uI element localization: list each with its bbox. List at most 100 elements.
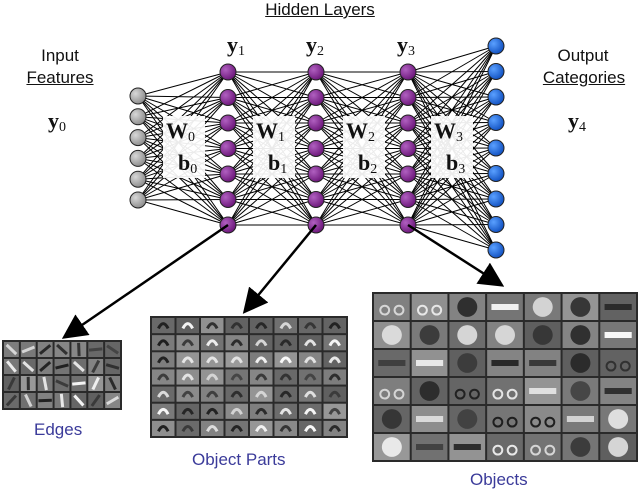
wheel-pattern: [393, 388, 405, 400]
neuron: [219, 89, 237, 106]
connection-line: [137, 71, 229, 159]
output-label-line2: Categories: [542, 68, 626, 87]
edge-pattern: [39, 360, 52, 373]
part-pattern: [328, 322, 341, 330]
neuron: [129, 191, 147, 209]
wheel-pattern: [605, 360, 617, 372]
neuron: [219, 140, 237, 157]
feature-tile: [176, 352, 199, 368]
feature-tile: [201, 420, 224, 436]
edge-pattern: [42, 376, 48, 391]
wheel-pattern: [492, 444, 504, 456]
neuron: [399, 140, 417, 157]
feature-tile: [176, 318, 199, 334]
wheel-pattern: [417, 304, 428, 316]
part-pattern: [255, 390, 268, 398]
edge-pattern: [88, 347, 103, 352]
part-pattern: [230, 373, 243, 381]
neuron: [129, 129, 147, 147]
feature-tile: [225, 420, 248, 436]
face-pattern: [608, 437, 629, 457]
feature-tile: [176, 403, 199, 419]
face-pattern: [570, 437, 591, 457]
part-pattern: [279, 425, 292, 433]
connection-line: [137, 71, 229, 139]
wheel-pattern: [544, 444, 556, 456]
bar-pattern: [529, 360, 557, 366]
part-pattern: [230, 390, 243, 398]
neuron: [129, 108, 147, 126]
face-pattern: [532, 297, 553, 317]
bar-pattern: [378, 360, 406, 366]
part-pattern: [206, 373, 219, 381]
feature-tile: [250, 403, 273, 419]
weight-w3: W3: [434, 118, 463, 145]
feature-tile: [152, 335, 175, 351]
neuron: [487, 114, 505, 131]
edge-pattern: [105, 363, 120, 370]
feature-tile: [225, 386, 248, 402]
neuron: [399, 89, 417, 106]
part-pattern: [206, 322, 219, 330]
vector-y3: y3: [397, 32, 415, 59]
edge-pattern: [5, 343, 18, 356]
feature-tile: [152, 403, 175, 419]
bar-pattern: [604, 332, 632, 338]
connection-line: [315, 199, 409, 226]
neuron: [129, 170, 147, 188]
part-pattern: [230, 339, 243, 347]
connection-line: [407, 147, 497, 226]
weight-box: [253, 116, 295, 178]
part-pattern: [157, 390, 170, 398]
part-pattern: [230, 425, 243, 433]
part-pattern: [157, 425, 170, 433]
connection-line: [227, 71, 317, 98]
connection-line: [407, 45, 497, 149]
wheel-pattern: [506, 416, 518, 428]
face-pattern: [532, 325, 553, 345]
edge-pattern: [22, 360, 35, 373]
feature-tile: [323, 335, 346, 351]
feature-tile: [201, 403, 224, 419]
feature-tile: [299, 403, 322, 419]
part-pattern: [181, 373, 194, 381]
face-pattern: [495, 325, 515, 345]
feature-tile: [176, 335, 199, 351]
neuron: [219, 191, 237, 208]
feature-tile: [225, 352, 248, 368]
hidden-layers-title: Hidden Layers: [265, 0, 375, 19]
edge-pattern: [90, 394, 101, 407]
feature-tile: [524, 434, 561, 460]
connection-line: [407, 45, 497, 98]
edge-pattern: [21, 345, 36, 354]
part-pattern: [279, 356, 292, 364]
feature-tile: [487, 434, 523, 460]
connection-line: [227, 71, 317, 149]
feature-tile: [152, 386, 175, 402]
feature-tile: [299, 318, 322, 334]
neuron: [219, 114, 237, 132]
neuron: [487, 63, 505, 80]
part-pattern: [279, 407, 292, 415]
part-pattern: [328, 390, 341, 398]
neuron: [487, 216, 505, 233]
neuron: [307, 114, 325, 132]
bias-b2: b2: [358, 150, 378, 177]
feature-tile: [449, 378, 486, 404]
wheel-pattern: [492, 416, 504, 428]
feature-tile: [274, 318, 297, 334]
caption-edges: Edges: [34, 420, 83, 439]
face-pattern: [570, 297, 591, 317]
connection-line: [315, 173, 409, 226]
part-pattern: [181, 339, 194, 347]
feature-tile: [201, 318, 224, 334]
part-pattern: [255, 322, 268, 330]
part-pattern: [328, 339, 341, 347]
part-pattern: [206, 356, 219, 364]
wheel-pattern: [454, 388, 466, 400]
caption-objects: Objects: [470, 470, 528, 489]
feature-tile: [152, 369, 175, 385]
bar-pattern: [491, 304, 519, 310]
feature-tile: [225, 403, 248, 419]
connection-line: [407, 45, 497, 124]
